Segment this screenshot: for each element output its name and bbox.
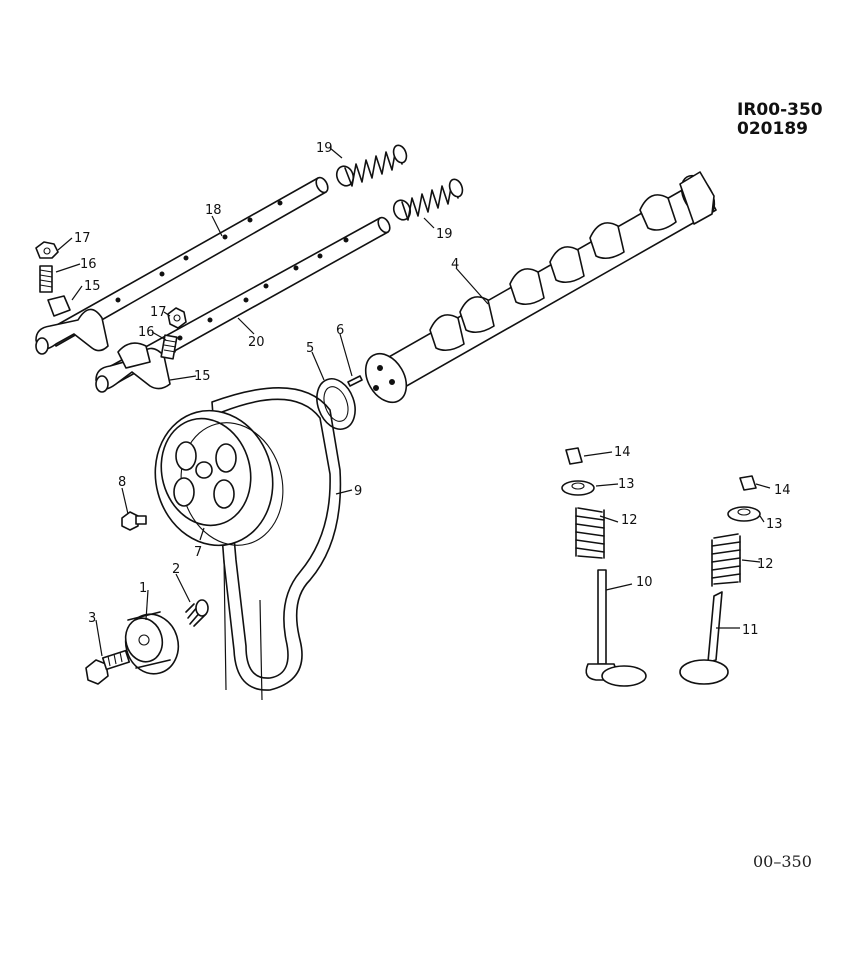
callout-12-left: 12 <box>621 513 638 528</box>
tensioner-spring <box>185 599 209 627</box>
valve-spring-left <box>575 507 605 559</box>
rocker-spring-upper <box>335 144 408 187</box>
callout-1: 1 <box>139 581 147 596</box>
reference-code: IR00-350 <box>737 100 823 120</box>
callout-16-lower: 16 <box>138 325 155 340</box>
lock-nut-upper <box>35 241 59 259</box>
exhaust-valve-left <box>585 569 647 687</box>
dowel-pin <box>347 375 363 387</box>
callout-9: 9 <box>354 484 362 499</box>
rocker-arm-upper <box>35 295 109 355</box>
callout-17-upper: 17 <box>74 231 91 246</box>
callout-15-lower: 15 <box>194 369 211 384</box>
camshaft-oil-seal <box>316 378 356 430</box>
rocker-spring-lower <box>392 178 464 221</box>
callout-10: 10 <box>636 575 653 590</box>
callout-6: 6 <box>336 323 344 338</box>
callout-7: 7 <box>194 545 202 560</box>
callout-14-left: 14 <box>614 445 631 460</box>
adjusting-screw-lower <box>160 334 178 360</box>
callout-8: 8 <box>118 475 126 490</box>
callout-5: 5 <box>306 341 314 356</box>
lock-nut-lower <box>167 307 187 329</box>
valve-spring-right <box>711 533 741 587</box>
spring-retainer-right <box>727 506 761 522</box>
callout-labels: 1 2 3 4 5 6 7 8 9 10 11 12 12 13 13 14 1… <box>74 141 791 638</box>
callout-4: 4 <box>451 257 459 272</box>
intake-valve-right <box>679 591 729 685</box>
page-footer-code: 00–350 <box>753 852 812 871</box>
callout-19-upper: 19 <box>316 141 333 156</box>
valve-collet-right <box>739 475 757 491</box>
callout-19-lower: 19 <box>436 227 453 242</box>
valve-collet-left <box>565 447 583 465</box>
camshaft-pulley <box>154 409 284 547</box>
spring-retainer-left <box>561 480 595 496</box>
reference-date: 020189 <box>737 119 808 139</box>
callout-11: 11 <box>742 623 759 638</box>
callout-18: 18 <box>205 203 222 218</box>
tensioner-bolt <box>85 649 131 685</box>
callout-15-upper: 15 <box>84 279 101 294</box>
callout-17-lower: 17 <box>150 305 167 320</box>
callout-12-right: 12 <box>757 557 774 572</box>
pulley-bolt <box>121 511 147 531</box>
callout-13-left: 13 <box>618 477 635 492</box>
tensioner-pulley <box>124 611 180 675</box>
rocker-arm-lower <box>95 342 171 393</box>
callout-2: 2 <box>172 562 180 577</box>
adjusting-screw-upper <box>39 265 53 293</box>
callout-16-upper: 16 <box>80 257 97 272</box>
callout-14-right: 14 <box>774 483 791 498</box>
callout-3: 3 <box>88 611 96 626</box>
callout-13-right: 13 <box>766 517 783 532</box>
leader-lines <box>55 147 771 657</box>
camshaft <box>364 171 717 404</box>
callout-20: 20 <box>248 335 265 350</box>
